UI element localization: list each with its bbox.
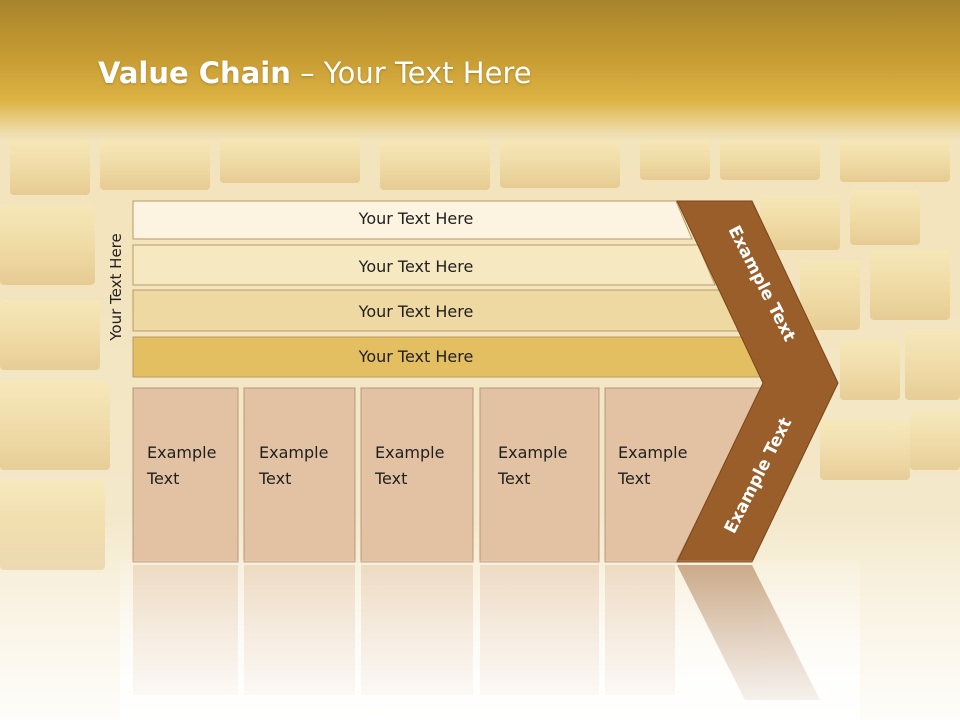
- box-3-line1: Example: [375, 443, 444, 462]
- bar-1-shape: [132, 200, 693, 240]
- slide-title: Value Chain – Your Text Here: [98, 56, 532, 90]
- box-2: [243, 387, 356, 563]
- box-4-line2: Text: [497, 469, 530, 488]
- bar-2-shape: [132, 244, 716, 286]
- box-4: [479, 387, 600, 563]
- box-1: [132, 387, 239, 563]
- bar-4-label: Your Text Here: [358, 347, 474, 366]
- box-5-line2: Text: [617, 469, 650, 488]
- bar-2-label: Your Text Here: [358, 257, 474, 276]
- box-1-line2: Text: [146, 469, 179, 488]
- box-5-line1: Example: [618, 443, 687, 462]
- bar-1-label: Your Text Here: [358, 209, 474, 228]
- box-4-line1: Example: [498, 443, 567, 462]
- title-bar: [0, 0, 960, 140]
- box-2-line2: Text: [258, 469, 291, 488]
- box-2-line1: Example: [259, 443, 328, 462]
- box-3-line2: Text: [374, 469, 407, 488]
- bar-3-label: Your Text Here: [358, 302, 474, 321]
- slide-title-rest: – Your Text Here: [290, 56, 532, 90]
- slide-title-bold: Value Chain: [98, 56, 291, 90]
- box-1-line1: Example: [147, 443, 216, 462]
- box-3: [360, 387, 474, 563]
- side-label: Your Text Here: [107, 233, 125, 341]
